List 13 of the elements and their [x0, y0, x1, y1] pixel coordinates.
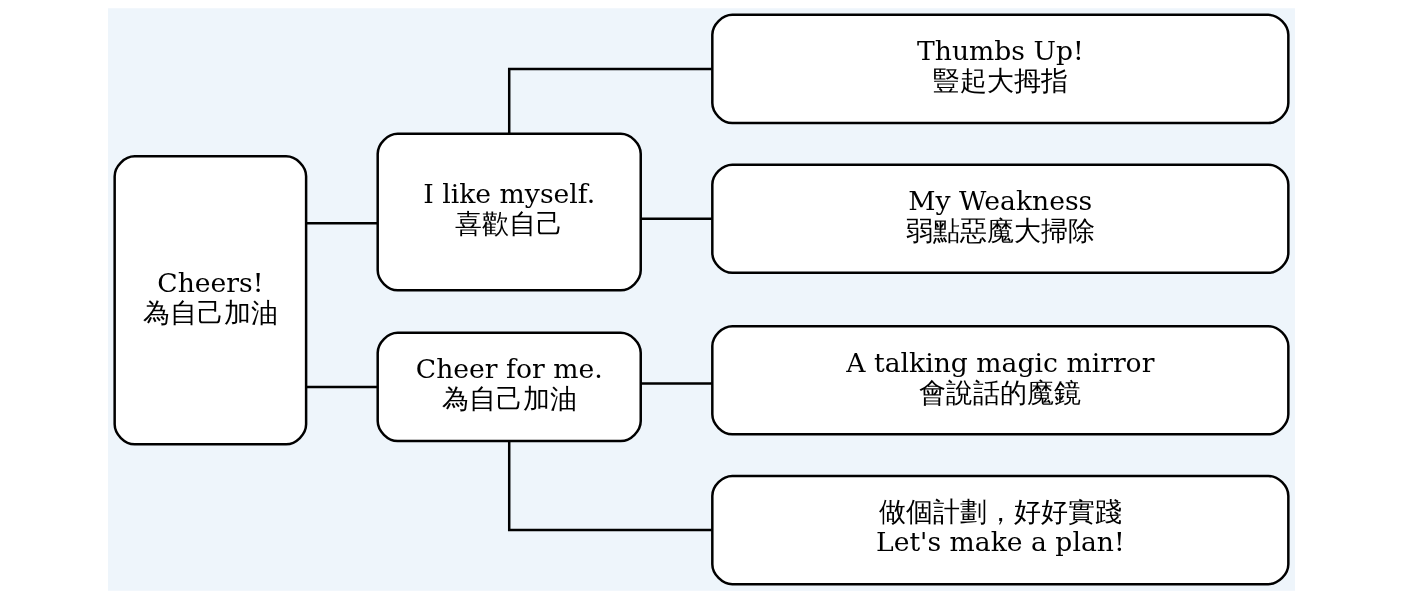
node-box: I like myself. 喜歡自己: [376, 132, 642, 292]
connector: [640, 382, 712, 385]
connector: [507, 67, 712, 134]
node-box: Thumbs Up! 豎起大拇指: [711, 13, 1290, 125]
connector: [507, 441, 712, 532]
node-box: Cheers! 為自己加油: [113, 155, 308, 446]
connector: [640, 217, 712, 220]
node-box: A talking magic mirror 會說話的魔鏡: [711, 324, 1290, 436]
node-box: Cheer for me. 為自己加油: [376, 331, 642, 443]
connector: [306, 222, 378, 225]
node-box: 做個計劃，好好實踐 Let's make a plan!: [711, 474, 1290, 586]
connector: [306, 385, 378, 389]
node-box: My Weakness 弱點惡魔大掃除: [711, 163, 1290, 275]
